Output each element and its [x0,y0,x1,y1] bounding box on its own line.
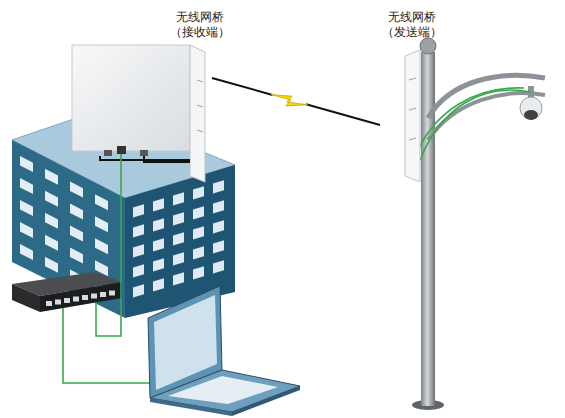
window [153,238,164,251]
window [45,257,58,273]
wireless-link [212,78,380,125]
window [173,272,184,285]
sender-bridge [405,50,420,182]
port [46,301,52,306]
window [45,169,58,185]
window [133,204,144,217]
port [73,297,79,302]
window [153,218,164,231]
window [70,182,83,198]
window [20,178,33,194]
bridge-node: 无线网桥 （接收端） [70,4,212,182]
window [173,232,184,245]
window [153,278,164,291]
window [20,156,33,172]
ethernet-cable [96,154,121,336]
port [91,294,97,299]
window [95,216,108,232]
port [100,292,106,297]
window [70,204,83,220]
window [20,200,33,216]
window [193,246,204,259]
lamp-pole [412,38,545,410]
window [133,244,144,257]
window [70,248,83,264]
window [213,200,224,213]
port [55,300,61,305]
window [153,198,164,211]
network-switch [12,272,122,312]
window [193,226,204,239]
window [70,226,83,242]
window [133,224,144,237]
laptop [148,286,300,416]
window [193,266,204,279]
ethernet-cable [63,308,152,383]
window [173,192,184,205]
window [20,222,33,238]
window [95,194,108,210]
window [45,213,58,229]
switch-ports [46,291,115,307]
window [213,220,224,233]
window [213,240,224,253]
window [193,186,204,199]
port [64,298,70,303]
receiver-bridge [72,45,205,182]
window [213,180,224,193]
device-label: 无线网桥 （发送端） [381,10,443,40]
window [20,244,33,260]
bridge-node: 无线网桥 （发送端） [380,4,444,182]
window [133,264,144,277]
window [45,235,58,251]
device-label: 无线网桥 （接收端） [169,10,231,40]
window [95,238,108,254]
window [45,191,58,207]
window [213,260,224,273]
window [193,206,204,219]
window [173,212,184,225]
window [153,258,164,271]
port [82,295,88,300]
window [133,284,144,297]
port [109,291,115,296]
window [173,252,184,265]
